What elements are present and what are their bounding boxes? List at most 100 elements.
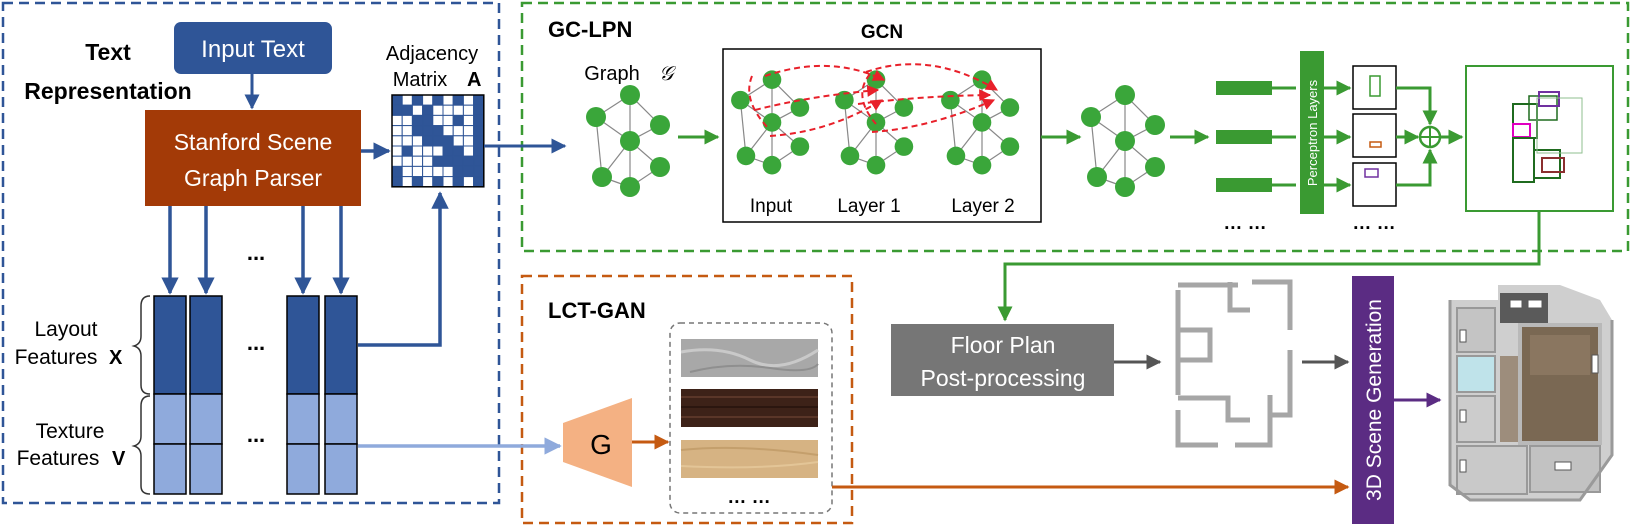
layout-feature-column [324,295,358,395]
matrix-cell [422,104,434,116]
parser-label-1: Stanford Scene [174,129,333,155]
matrix-cell [462,155,475,167]
graph-node [1000,137,1020,156]
perceptron-label: Perceptron Layers [1305,79,1320,186]
graph-node [650,157,670,177]
matrix-cell [432,155,444,167]
adjacency-label-1: Adjacency [386,43,478,65]
graph-node [762,70,782,89]
graph-node [650,115,670,135]
gcn-layer2-label: Layer 2 [951,196,1014,217]
floor-plan-box [891,324,1114,396]
floor-plan-label-2: Post-processing [921,365,1086,391]
matrix-cell [452,114,464,127]
matrix-cell [462,125,475,137]
gc-lpn-title: GC-LPN [548,17,632,42]
matrix-cell [422,125,434,137]
feature-ellipsis: … … [1223,213,1266,234]
matrix-cell [391,165,403,178]
matrix-cell [442,145,454,157]
matrix-cell [473,145,485,157]
layout-features-label-1: Layout [34,318,97,341]
layout-brace [131,295,151,395]
graph-node [972,113,992,132]
room-box-2 [1352,113,1397,158]
matrix-cell [411,94,424,106]
layout-feature-column [189,295,223,395]
graph-node [866,113,886,132]
matrix-cell [422,155,434,167]
graph-node [736,146,756,166]
graph-node [592,167,612,187]
matrix-cell [462,176,475,188]
graph-node [1115,131,1135,151]
matrix-cell [452,155,464,167]
matrix-cell [452,135,464,147]
matrix-cell [452,94,464,106]
graph-node [790,137,810,156]
matrix-cell [462,94,475,106]
matrix-cell [432,104,444,116]
matrix-cell [432,176,444,188]
matrix-cell [432,145,444,157]
lct-gan-title: LCT-GAN [548,298,646,323]
matrix-cell [432,125,444,137]
matrix-cell [401,104,413,116]
texture-light-wood [681,440,818,478]
parser-label-2: Graph Parser [184,165,322,191]
matrix-cell [411,145,424,157]
ellipsis-texture: ... [247,422,265,447]
texture-feature-cell [324,443,358,495]
graph-node [894,137,914,156]
floor-plan-label-1: Floor Plan [951,332,1056,358]
matrix-cell [422,114,434,127]
matrix-cell [411,114,424,127]
graph-node [762,113,782,132]
matrix-cell [452,145,464,157]
matrix-cell [411,135,424,147]
matrix-cell [462,114,475,127]
lct-gan-frame [520,274,854,525]
texture-brace [131,395,151,495]
graph-output [1081,85,1165,197]
graph-node [866,155,886,175]
graph-node [840,146,860,166]
graph-node [972,155,992,175]
matrix-cell [391,155,403,167]
matrix-cell [442,176,454,188]
room-box-3 [1352,162,1397,207]
matrix-cell [391,176,403,188]
matrix-cell [422,94,434,106]
graph-node [762,155,782,175]
graph-node [946,146,966,166]
matrix-cell [432,94,444,106]
texture-feature-cell [189,443,223,495]
scene-generation-label: 3D Scene Generation [1363,299,1386,501]
ellipsis-layout: ... [247,330,265,355]
gcn-red-arrows [748,63,999,137]
graph-node [835,90,854,110]
gcn-title: GCN [861,22,903,43]
combined-layout-box [1465,65,1614,212]
scene-graph-parser-box [145,110,361,206]
layout-features-label-2: Features [15,346,98,369]
room-ellipsis: … … [1352,213,1395,234]
floor-plan-drawing [1175,279,1293,448]
adjacency-label-2: Matrix [393,69,447,91]
generator-label: G [590,429,612,460]
perceptron-layers [1300,51,1324,214]
room-box-1 [1352,65,1397,110]
matrix-cell [391,114,403,127]
matrix-cell [432,114,444,127]
texture-feature-cell [286,393,320,445]
gcn-layer1-label: Layer 1 [837,196,900,217]
matrix-cell [452,104,464,116]
matrix-cell [442,114,454,127]
matrix-cell [391,104,403,116]
adjacency-matrix [391,94,485,188]
matrix-cell [473,114,485,127]
graph-node [620,85,640,105]
matrix-cell [401,114,413,127]
graph-node [1000,98,1020,117]
graph-node [620,131,640,151]
